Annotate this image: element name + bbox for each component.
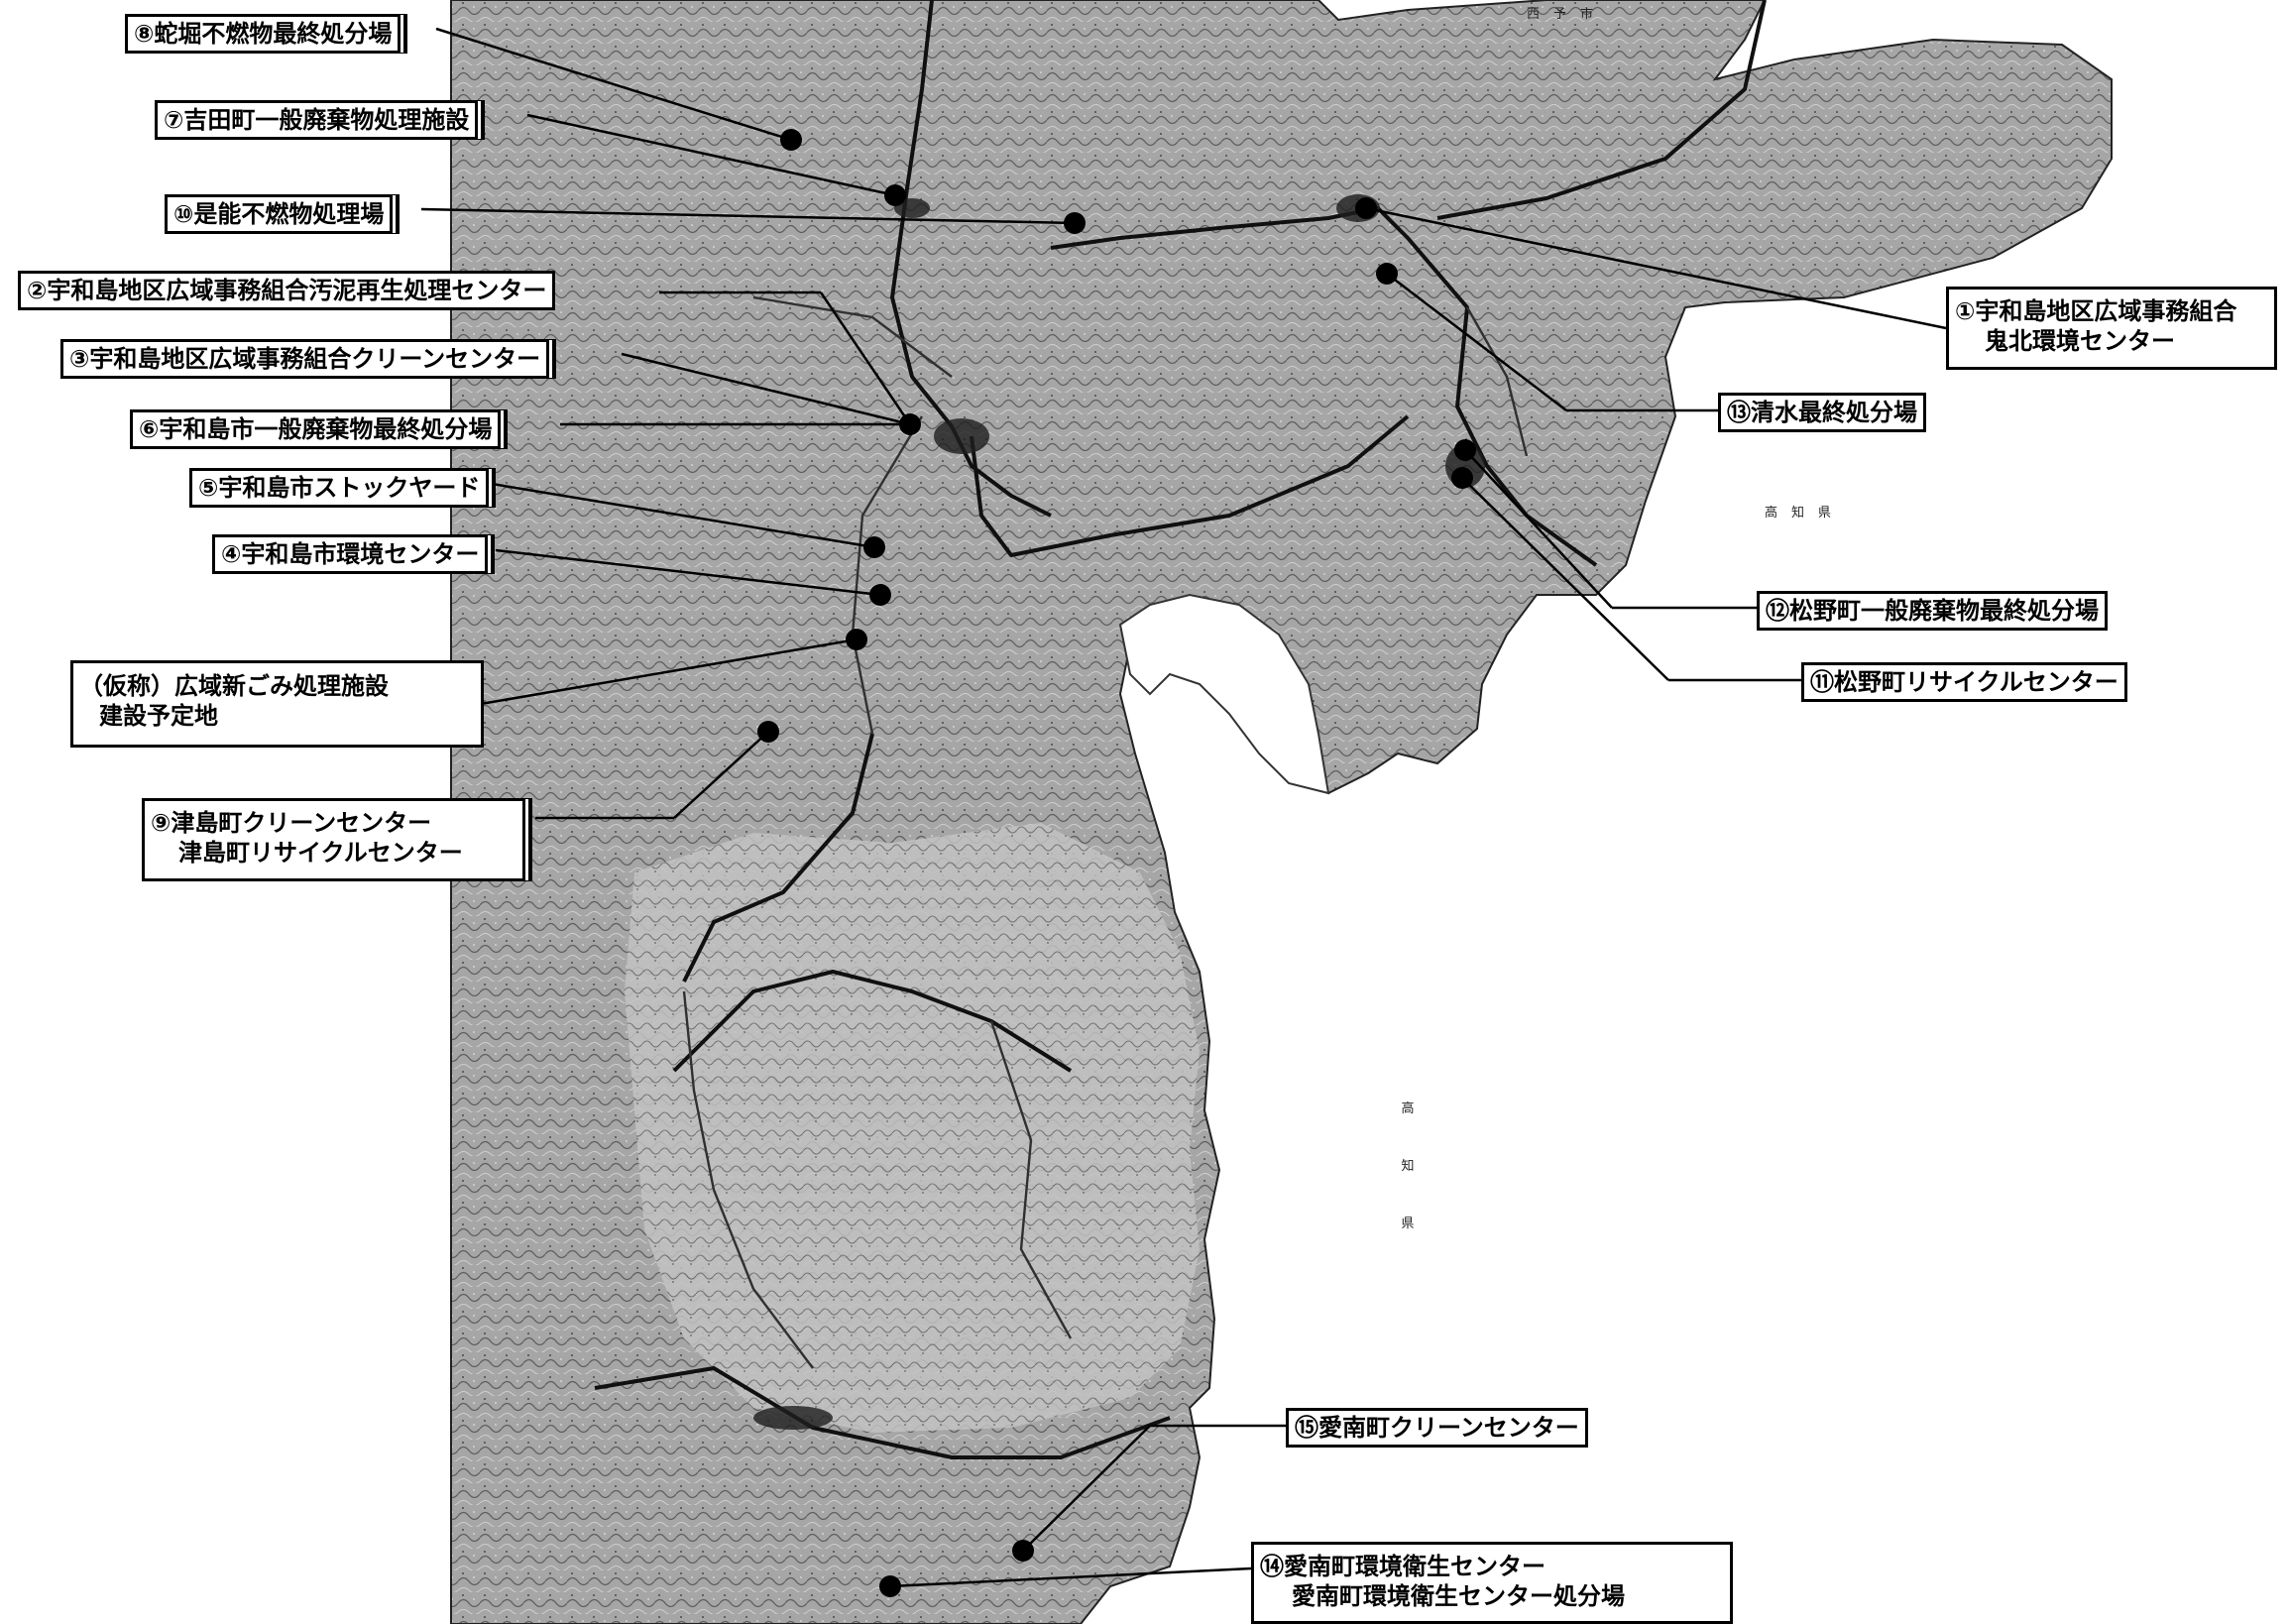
label-facility-02: ②宇和島地区広域事務組合汚泥再生処理センター <box>18 271 556 310</box>
label-facility-05-text: ⑤宇和島市ストックヤード <box>198 474 481 502</box>
marker-04 <box>869 584 891 606</box>
label-facility-11: ⑪松野町リサイクルセンター <box>1801 662 2127 702</box>
sea-inlet <box>1118 593 1330 795</box>
land-area <box>450 0 2113 1624</box>
marker-08 <box>780 129 802 151</box>
label-facility-04-text: ④宇和島市環境センター <box>221 540 480 568</box>
label-facility-02-text: ②宇和島地区広域事務組合汚泥再生処理センター <box>27 277 547 304</box>
label-facility-new-text: （仮称）広域新ごみ処理施設 <box>79 672 389 700</box>
label-facility-01-text: ①宇和島地区広域事務組合 <box>1955 297 2237 325</box>
marker-07 <box>884 184 906 206</box>
label-facility-13: ⑬清水最終処分場 <box>1718 393 1926 432</box>
label-facility-07: ⑦吉田町一般廃棄物処理施設 <box>155 100 479 140</box>
label-facility-10-text: ⑩是能不燃物処理場 <box>173 200 385 228</box>
place-name-kochi-east: 高知県 <box>1765 506 1846 521</box>
label-facility-new-text2: 建設予定地 <box>99 702 218 730</box>
label-facility-08: ⑧蛇堀不燃物最終処分場 <box>125 14 401 54</box>
facility-markers <box>757 129 1476 1597</box>
inland-region <box>625 823 1200 1433</box>
label-facility-10: ⑩是能不燃物処理場 <box>165 194 394 234</box>
label-facility-14-text: ⑭愛南町環境衛生センター <box>1260 1553 1546 1580</box>
label-facility-09: ⑨津島町クリーンセンター 津島町リサイクルセンター <box>142 798 525 881</box>
marker-14 <box>879 1575 901 1597</box>
label-facility-08-text: ⑧蛇堀不燃物最終処分場 <box>134 20 393 48</box>
label-facility-11-text: ⑪松野町リサイクルセンター <box>1810 668 2118 696</box>
label-facility-new: （仮称）広域新ごみ処理施設 建設予定地 <box>70 660 484 748</box>
leader-lines <box>420 27 1947 1588</box>
label-facility-03-text: ③宇和島地区広域事務組合クリーンセンター <box>69 345 541 373</box>
marker-13 <box>1376 263 1398 285</box>
label-facility-14-text2: 愛南町環境衛生センター処分場 <box>1292 1582 1625 1610</box>
label-facility-15-text: ⑮愛南町クリーンセンター <box>1295 1414 1579 1442</box>
label-facility-14: ⑭愛南町環境衛生センター 愛南町環境衛生センター処分場 <box>1251 1542 1733 1624</box>
rivers <box>594 0 1767 1459</box>
marker-11 <box>1451 467 1473 489</box>
marker-09 <box>757 721 779 743</box>
marker-10 <box>1064 212 1086 234</box>
label-facility-09-text2: 津島町リサイクルセンター <box>178 839 463 867</box>
marker-new <box>846 629 867 650</box>
marker-12 <box>1454 439 1476 461</box>
label-facility-01: ①宇和島地区広域事務組合 鬼北環境センター <box>1946 287 2277 370</box>
marker-05 <box>863 536 885 558</box>
place-name-saijo: 西予市 <box>1527 7 1608 22</box>
label-facility-12: ⑫松野町一般廃棄物最終処分場 <box>1757 591 2108 631</box>
label-facility-01-text2: 鬼北環境センター <box>1985 327 2175 355</box>
label-facility-09-text: ⑨津島町クリーンセンター <box>151 809 432 837</box>
marker-01 <box>1355 197 1377 219</box>
marker-02 <box>899 413 921 435</box>
place-name-kochi-south: 高知県 <box>1401 1102 1415 1231</box>
label-facility-06: ⑥宇和島市一般廃棄物最終処分場 <box>130 409 502 449</box>
label-facility-15: ⑮愛南町クリーンセンター <box>1286 1408 1588 1448</box>
label-facility-12-text: ⑫松野町一般廃棄物最終処分場 <box>1766 597 2099 625</box>
label-facility-05: ⑤宇和島市ストックヤード <box>189 468 490 508</box>
label-facility-06-text: ⑥宇和島市一般廃棄物最終処分場 <box>139 415 493 443</box>
marker-15 <box>1012 1540 1034 1562</box>
label-facility-03: ③宇和島地区広域事務組合クリーンセンター <box>60 339 550 379</box>
roads <box>682 295 1529 1369</box>
label-facility-07-text: ⑦吉田町一般廃棄物処理施設 <box>164 106 470 134</box>
label-facility-13-text: ⑬清水最終処分場 <box>1727 399 1917 426</box>
label-facility-04: ④宇和島市環境センター <box>212 534 489 574</box>
